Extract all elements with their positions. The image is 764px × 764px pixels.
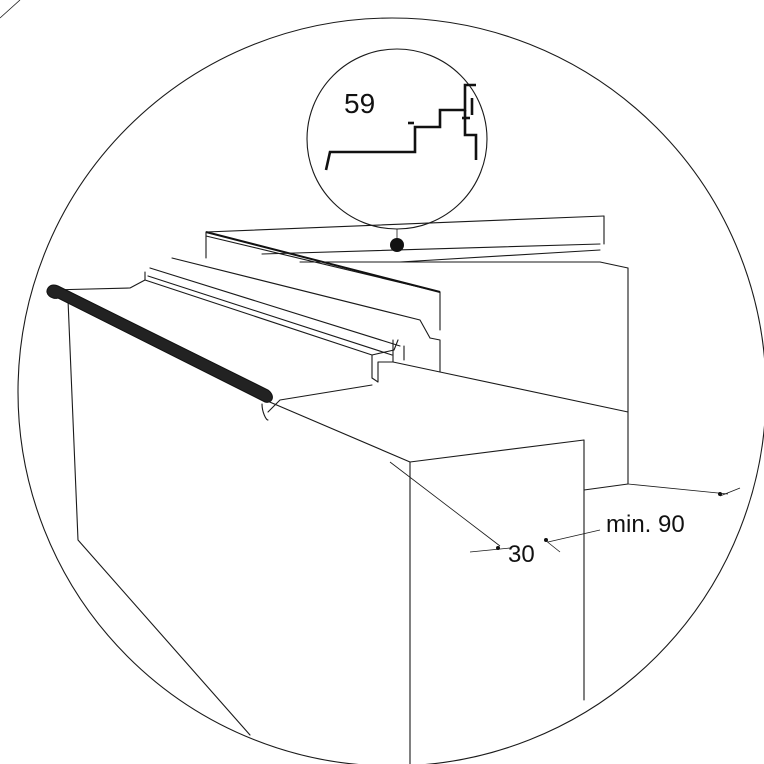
min-depth-dimension-label: min. 90: [606, 511, 685, 538]
profile-number-label: 59: [344, 88, 375, 119]
dimension-lines: 30 min. 90: [389, 461, 741, 568]
wall-block: [67, 299, 629, 764]
window-frame-block: [439, 261, 629, 485]
sill-board: [46, 267, 401, 421]
callout-dot: [390, 238, 404, 252]
overhang-dimension-label: 30: [508, 541, 535, 568]
frame-profile: [171, 215, 605, 373]
profile-magnifier: 59: [306, 48, 488, 252]
sill-nosing-strip: [46, 284, 273, 403]
